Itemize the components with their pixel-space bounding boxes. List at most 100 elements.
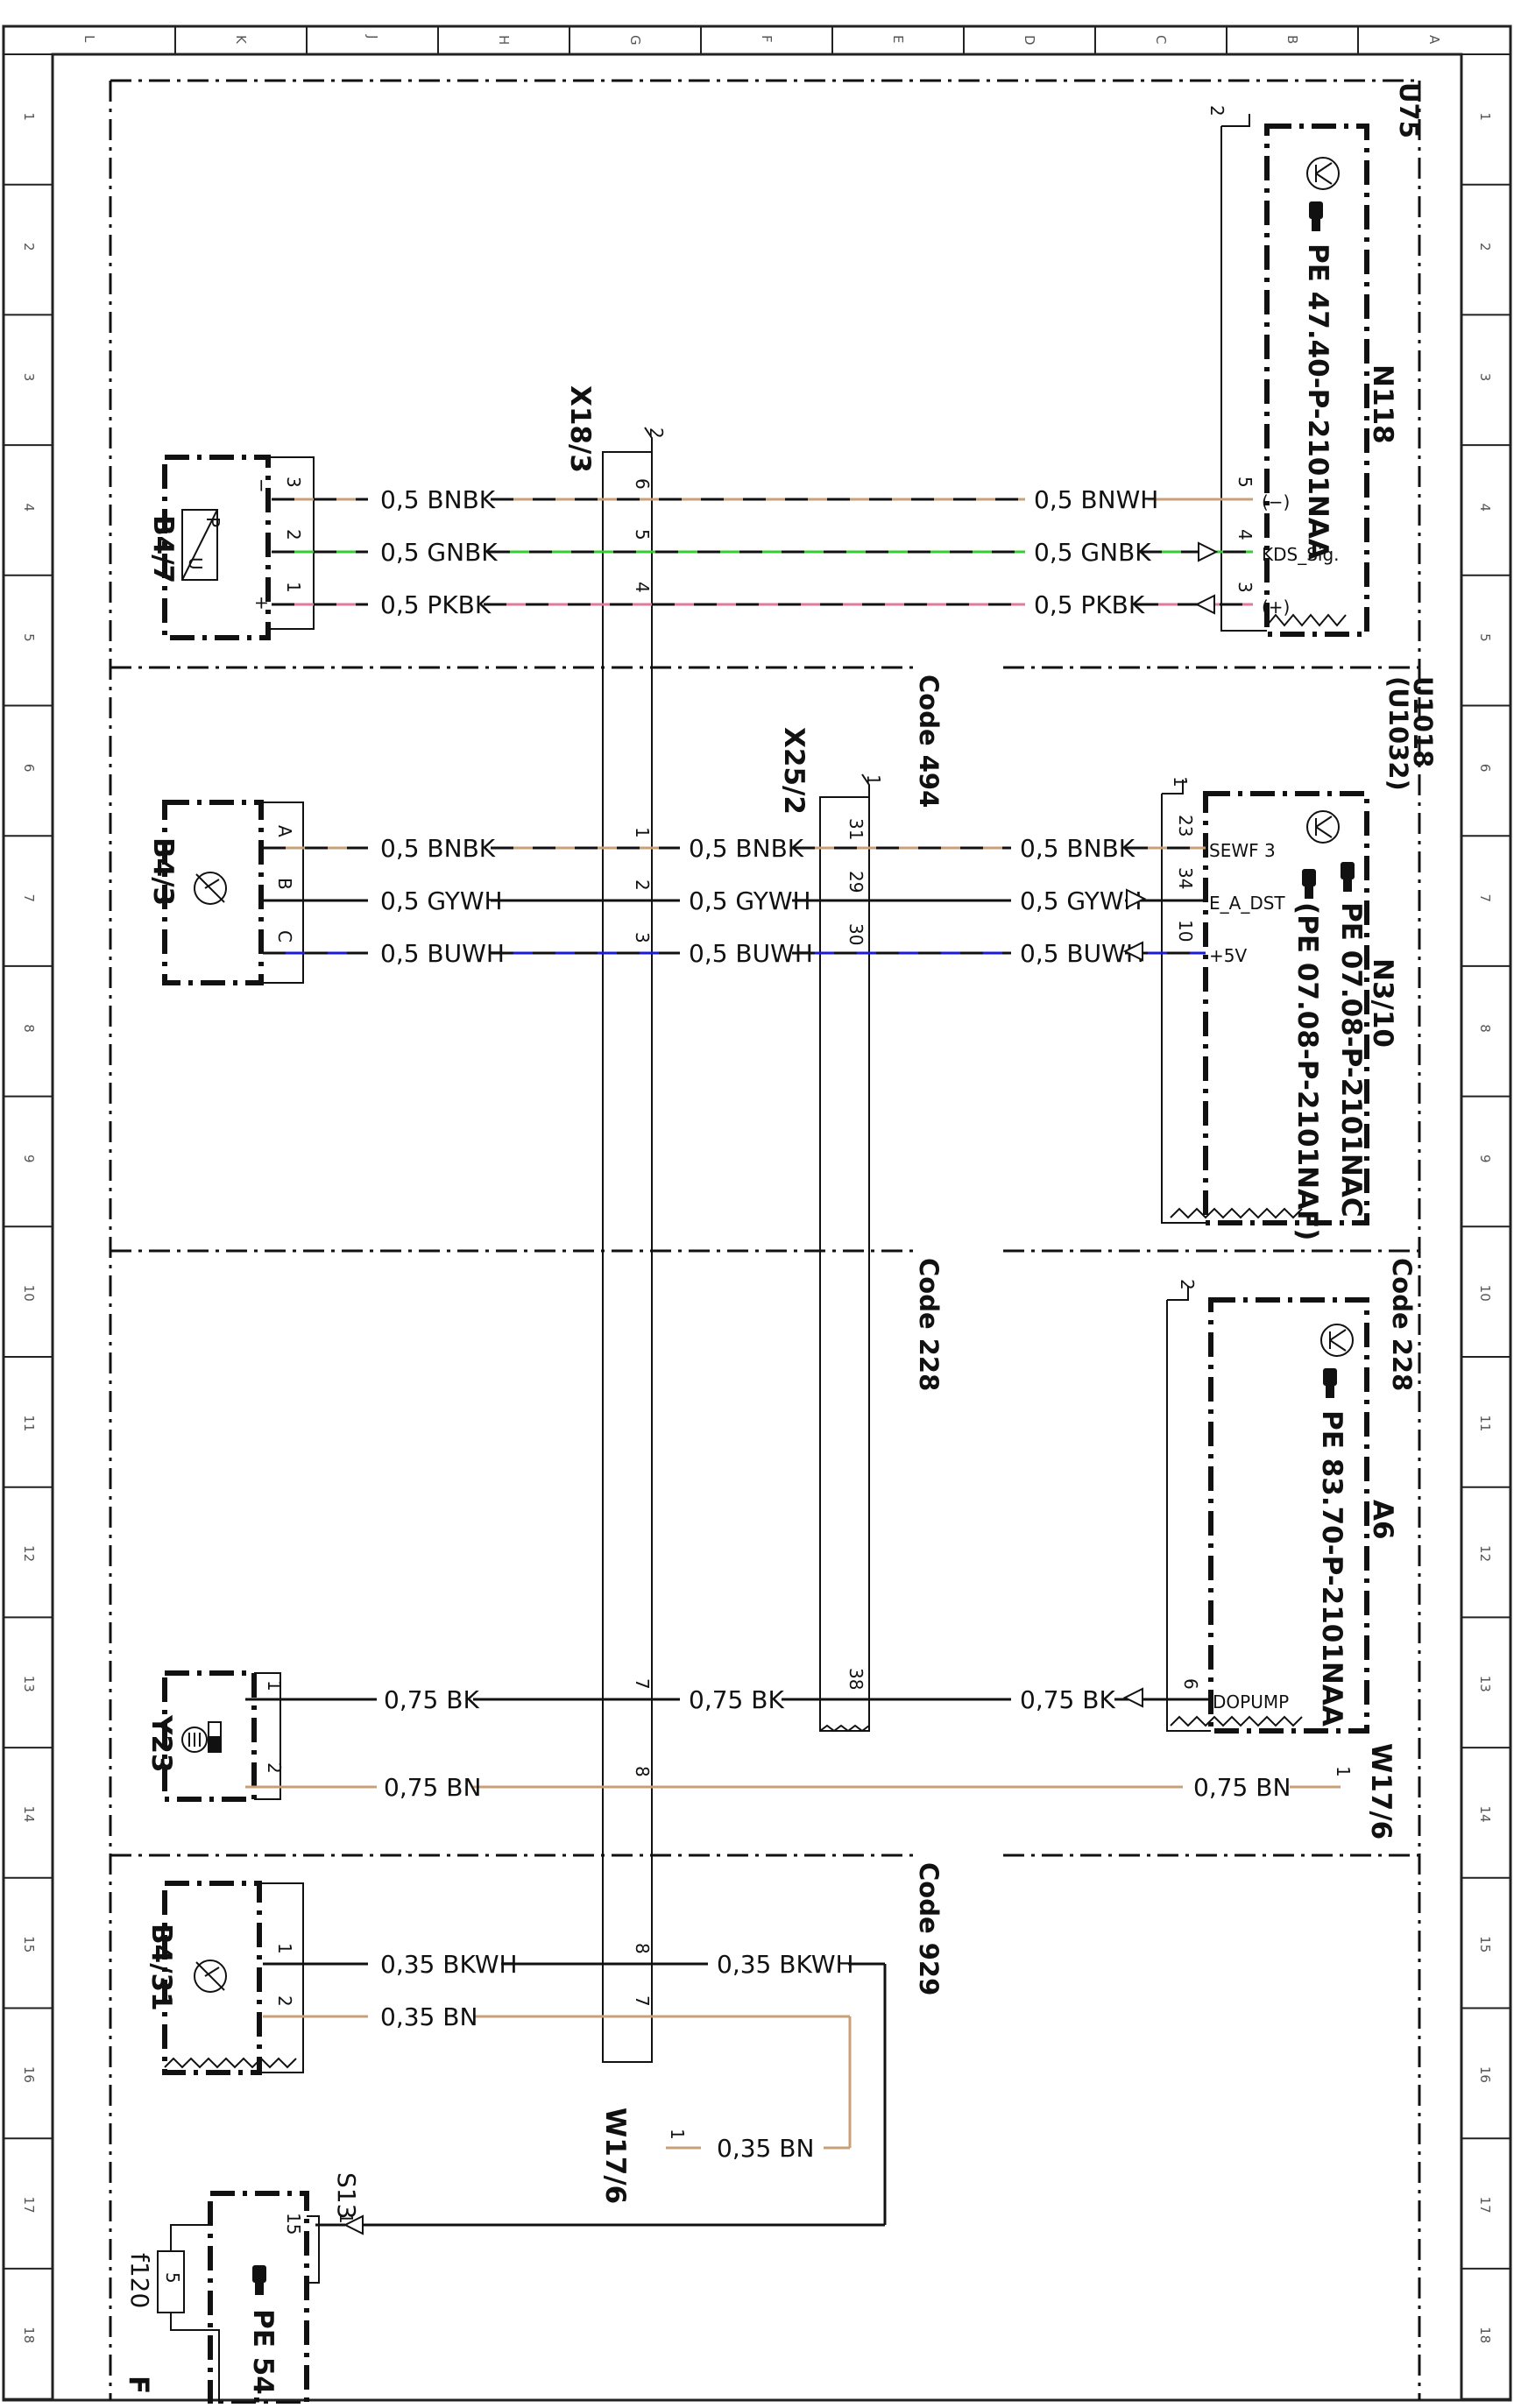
- wire-label: 0,5 BUWH: [1020, 939, 1144, 968]
- grid-column-label: E: [890, 35, 906, 43]
- arrow-left-icon: [1194, 594, 1215, 615]
- wire-layer: [245, 498, 1341, 2227]
- grid-row-label: 3: [1477, 373, 1493, 382]
- wire-label: 0,5 BNBK: [1020, 834, 1135, 863]
- wire-label: 0,5 GYWH: [1020, 886, 1143, 915]
- signal-5v: +5V: [1209, 945, 1247, 966]
- pin-label: 29: [845, 871, 867, 893]
- grid-row-label: 14: [1477, 1805, 1493, 1822]
- ref-w17-6-b: W17/6: [599, 2108, 631, 2204]
- section-u75: U75: [1394, 82, 1424, 138]
- pin-label: 7: [632, 1995, 653, 2007]
- ref-y23: Y23: [145, 1714, 177, 1773]
- wire-label: 0,75 BN: [1193, 1773, 1291, 1802]
- ref-n3-10: N3/10: [1367, 958, 1398, 1048]
- ref-f: F: [123, 2376, 154, 2394]
- grid-row-label: 2: [21, 243, 37, 251]
- pin-label: 1: [667, 2129, 688, 2140]
- signal-ea-dst: E_A_DST: [1209, 893, 1285, 914]
- wire-label: 0,35 BN: [380, 2002, 478, 2031]
- sensor-glyph-p: P: [202, 517, 223, 527]
- arrow-right-icon: [1198, 541, 1219, 562]
- signal-dopump: DOPUMP: [1213, 1691, 1289, 1712]
- grid-row-label: 16: [1477, 2066, 1493, 2083]
- pin-label: 3: [1234, 582, 1256, 593]
- section-code-228-a6: Code 228: [1387, 1258, 1417, 1391]
- pin-label: 8: [632, 1943, 653, 1954]
- component-a6: 2 PE 83.70-P-2101NAA A6: [1166, 1279, 1398, 1734]
- sensor-icon: [194, 1960, 227, 1993]
- arrow-left-icon: [343, 2214, 364, 2235]
- ref-w17-6-a: W17/6: [1365, 1743, 1397, 1840]
- grid-column-label: A: [1426, 35, 1442, 45]
- pin-label: 1: [632, 827, 653, 838]
- section-code-494: Code 494: [914, 674, 944, 808]
- grid-row-label: 10: [1477, 1285, 1493, 1302]
- pointing-hand-icon: [1302, 869, 1316, 899]
- grid-row-label: 7: [21, 894, 37, 903]
- pin-label: 2: [283, 529, 304, 540]
- sensor-icon: [194, 872, 227, 905]
- grid-row-label: 6: [21, 764, 37, 773]
- wire-label: 0,5 GYWH: [689, 886, 811, 915]
- section-code-228: Code 228: [914, 1258, 944, 1391]
- ref-s13: S13: [332, 2172, 361, 2219]
- wire-label: 0,5 GNBK: [1034, 538, 1151, 567]
- sensor-glyph-minus: −: [251, 478, 272, 493]
- pe-ref-n118: PE 47.40-P-2101NAA: [1302, 244, 1334, 560]
- grid-row-label: 2: [1477, 243, 1493, 251]
- pin-label: 38: [845, 1668, 867, 1690]
- connector-x18-3: 2 X18/3: [564, 385, 667, 2063]
- pin-label: 1: [264, 1680, 285, 1691]
- grid-row-label: 9: [21, 1155, 37, 1163]
- pump-valve-icon: [181, 1721, 222, 1753]
- section-u1018: U1018: [1408, 676, 1438, 767]
- grid-row-label: 1: [1477, 112, 1493, 121]
- pin-label: 2: [1177, 1279, 1198, 1290]
- component-b4-3: B4/3: [147, 800, 304, 985]
- grid-row-label: 15: [21, 1936, 37, 1953]
- wire-label: 0,75 BK: [689, 1685, 784, 1714]
- ref-b4-31: B4/31: [145, 1924, 177, 2011]
- grid-row-label: 11: [1477, 1415, 1493, 1431]
- signal-n118-pos: (+): [1262, 597, 1290, 618]
- pin-label: 31: [845, 818, 867, 840]
- transistor-icon: [1306, 157, 1340, 190]
- grid-row-label: 7: [1477, 894, 1493, 903]
- fuse-rating: 5: [162, 2272, 183, 2284]
- pointing-hand-icon: [1341, 862, 1355, 892]
- grid-row-label: 6: [1477, 764, 1493, 773]
- pin-label: 8: [632, 1766, 653, 1777]
- grid-column-label: F: [759, 35, 775, 43]
- grid-row-label: 17: [21, 2197, 37, 2214]
- grid-row-label: 18: [1477, 2327, 1493, 2343]
- pe-ref-n3-10-b: (PE 07.08-P-2101NAF): [1291, 902, 1323, 1240]
- pin-label: 4: [1234, 529, 1256, 540]
- signal-kds: KDS_Sig.: [1262, 544, 1340, 565]
- grid-column-label: L: [81, 35, 97, 43]
- pin-label: 1: [1333, 1766, 1354, 1777]
- grid-column-label: D: [1022, 35, 1037, 46]
- grid-column-label: K: [233, 35, 249, 45]
- wire-label: 0,5 BUWH: [689, 939, 813, 968]
- pin-label: B: [274, 878, 295, 890]
- component-y23: Y23: [145, 1670, 281, 1802]
- pointing-hand-icon: [1323, 1368, 1337, 1398]
- pin-label: 6: [632, 478, 653, 490]
- section-code-929: Code 929: [914, 1862, 944, 1995]
- pin-label: 6: [1180, 1678, 1201, 1690]
- sensor-glyph-u: U: [185, 557, 206, 570]
- grid-row-label: 9: [1477, 1155, 1493, 1163]
- pin-label: 1: [1170, 776, 1191, 787]
- grid-column-label: G: [627, 35, 643, 46]
- grid-row-label: 15: [1477, 1936, 1493, 1953]
- wire-label: 0,5 GYWH: [380, 886, 503, 915]
- pin-label: 5: [1234, 477, 1256, 488]
- pin-label: 3: [283, 477, 304, 488]
- pe-ref-a6: PE 83.70-P-2101NAA: [1316, 1410, 1348, 1727]
- wire-label: 0,5 BNBK: [689, 834, 804, 863]
- pointing-hand-icon: [252, 2265, 266, 2295]
- grid-row-label: 8: [1477, 1024, 1493, 1033]
